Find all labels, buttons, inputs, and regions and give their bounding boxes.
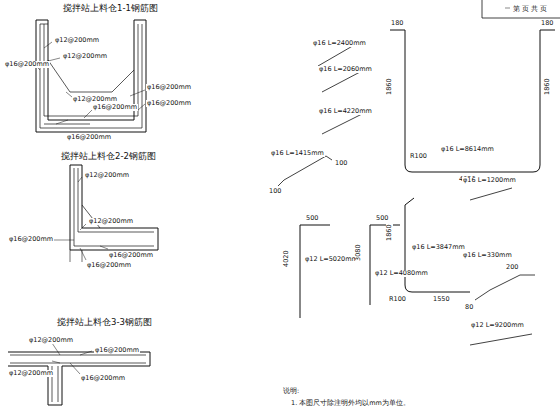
dimension: 1860 — [386, 223, 393, 242]
rebar-callout: φ16@200mm — [8, 236, 54, 243]
bar-mark: φ12 L=9200mm — [470, 322, 525, 329]
hopper-section-3 — [8, 352, 150, 405]
rebar-lines-2 — [74, 168, 154, 246]
bar-shape — [318, 44, 356, 66]
dimension: 180 — [540, 20, 554, 27]
dimension: 80 — [464, 304, 474, 311]
bar-mark: φ16 L=2400mm — [312, 40, 367, 47]
rebar-callout: φ16@200mm — [66, 134, 112, 141]
wall-continuation-2 — [70, 250, 82, 262]
dimension: 1550 — [432, 296, 451, 303]
dimension: 100 — [334, 160, 348, 167]
section-title: 搅拌站上料仓2-2钢筋图 — [60, 152, 157, 161]
bend-radius: R100 — [388, 296, 407, 303]
l-bar-shape — [300, 225, 330, 318]
rebar-callout: φ12@200mm — [54, 37, 100, 44]
dimension: 500 — [375, 215, 389, 222]
rebar-callout: φ12@200mm — [72, 96, 118, 103]
bar-mark: φ16 L=1200mm — [462, 177, 517, 184]
rebar-callout: φ16@200mm — [80, 375, 126, 382]
hook-bar-shape — [475, 275, 535, 300]
bent-bar-shape — [405, 198, 470, 292]
title-block-rule — [505, 8, 510, 9]
rebar-callout: φ16@200mm — [146, 84, 192, 91]
rebar-lines-3 — [10, 355, 146, 402]
dimension: 100 — [268, 188, 282, 195]
section-title: 搅拌站上料仓1-1钢筋图 — [62, 4, 159, 13]
section-title: 搅拌站上料仓3-3钢筋图 — [56, 318, 153, 327]
dimension: 4020 — [283, 249, 290, 268]
rebar-callout: φ12@200mm — [84, 172, 130, 179]
dimension: 1860 — [544, 77, 551, 96]
dimension: 1860 — [386, 77, 393, 96]
slope-bar-1 — [48, 60, 134, 92]
dimension: 3080 — [355, 243, 362, 262]
bar-shape — [470, 188, 512, 200]
rebar-callout: φ12@200mm — [8, 370, 54, 377]
dimension: 500 — [305, 215, 319, 222]
leader-lines-3 — [52, 343, 92, 374]
rebar-callout: φ16@200mm — [86, 262, 132, 269]
rebar-lines-1 — [40, 24, 142, 128]
rebar-callout: φ16@200mm — [108, 252, 154, 259]
dimension: 200 — [505, 264, 519, 271]
rebar-callout: φ12@200mm — [62, 53, 108, 60]
dimension: 180 — [390, 20, 404, 27]
hopper-section-1 — [36, 20, 146, 132]
bar-shape — [278, 156, 332, 186]
bar-shape — [322, 114, 362, 134]
rebar-callout: φ16@200mm — [146, 100, 192, 107]
rebar-callout: φ12@200mm — [28, 337, 74, 344]
rebar-callout: φ16@200mm — [4, 61, 50, 68]
bar-mark: φ16 L=4220mm — [318, 108, 373, 115]
bend-radius: R100 — [409, 153, 428, 160]
note-text: 1. 本图尺寸除注明外均以mm为单位。 — [290, 400, 411, 407]
title-block-text: 第 页 共 页 — [512, 6, 548, 13]
bar-mark: φ16 L=3847mm — [411, 244, 466, 251]
u-bar-shape — [390, 30, 555, 172]
bar-mark: φ16 L=8614mm — [440, 146, 495, 153]
bar-shape — [322, 72, 360, 92]
bar-mark: φ16 L=330mm — [462, 252, 513, 259]
bar-mark: φ16 L=1415mm — [270, 150, 325, 157]
rebar-callout: φ16@200mm — [92, 104, 138, 111]
title-block — [482, 0, 560, 18]
rebar-callout: φ12@200mm — [88, 218, 134, 225]
rebar-callout: φ16@200mm — [94, 347, 140, 354]
bar-mark: φ12 L=4080mm — [374, 270, 429, 277]
note-heading: 说明: — [282, 388, 300, 395]
bar-shape — [470, 334, 532, 345]
l-bar-shape — [370, 225, 400, 305]
bar-mark: φ16 L=2060mm — [318, 66, 373, 73]
leader-lines-1 — [36, 42, 145, 124]
hopper-section-2 — [70, 165, 158, 250]
bar-mark: φ12 L=5020mm — [304, 256, 359, 263]
